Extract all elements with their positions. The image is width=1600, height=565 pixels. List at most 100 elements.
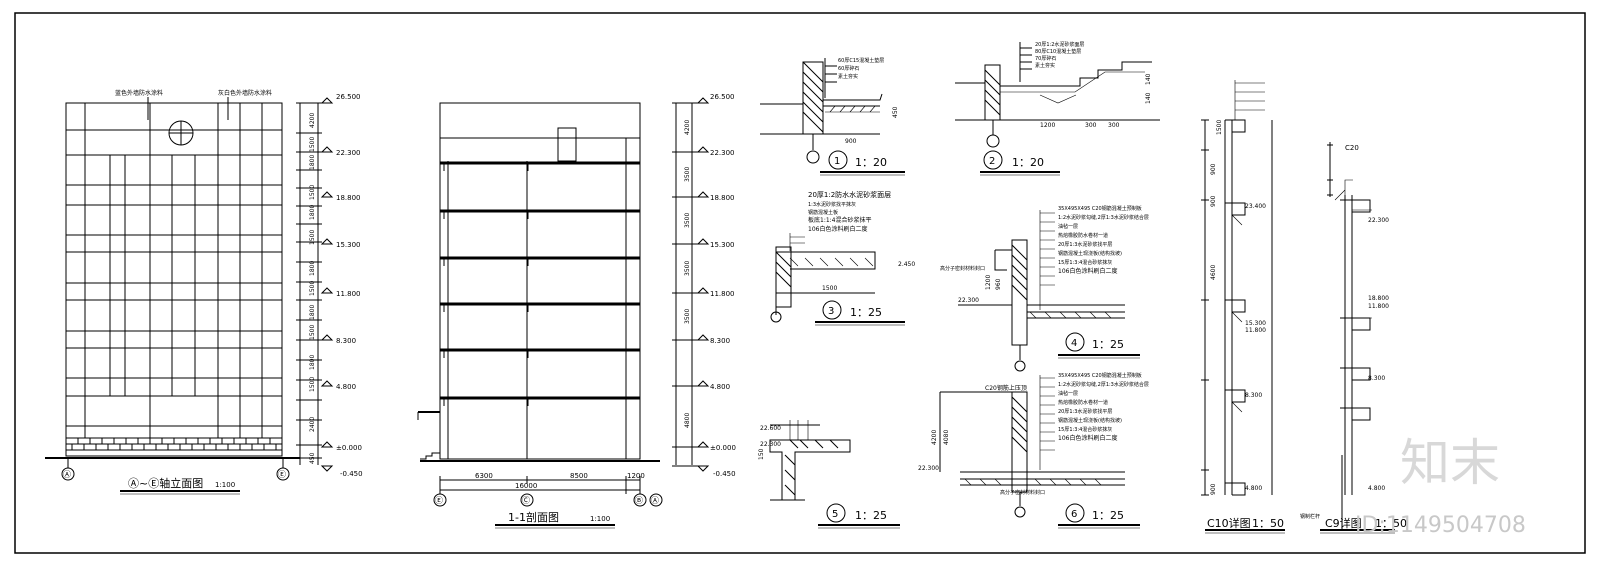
elevation-level: -0.450 xyxy=(340,470,363,478)
detail-6-note: 35X495X495 C20钢筋混凝土预制板 xyxy=(1058,372,1142,379)
detail-1-dim: 900 xyxy=(845,138,857,145)
elevation-dim: 1800 xyxy=(309,205,316,220)
detail-6-num: 6 xyxy=(1071,509,1077,520)
detail-4-note: 油毡一层 xyxy=(1058,223,1078,230)
c10-detail-drawing xyxy=(1201,80,1285,534)
detail-3-note: 1:3水泥砂浆找平抹灰 xyxy=(808,201,856,208)
c9-level: 11.800 xyxy=(1368,303,1389,310)
elevation-level: 22.300 xyxy=(336,149,361,157)
c10-dim: 900 xyxy=(1210,163,1217,175)
c9-level: 4.800 xyxy=(1368,485,1385,492)
detail-2-note: 20厚1:2水泥砂浆面层 xyxy=(1035,41,1084,48)
detail-1-scale: 1：20 xyxy=(855,156,887,169)
detail-5-num: 5 xyxy=(832,509,838,520)
detail-6-note: 1:2水泥砂浆勾缝,2厚1:3水泥砂浆结合层 xyxy=(1058,381,1149,388)
section-level: 11.800 xyxy=(710,290,735,298)
detail-2-dim: 1200 xyxy=(1040,122,1055,129)
section-dim: 3500 xyxy=(684,261,691,276)
elevation-level: 26.500 xyxy=(336,93,361,101)
c10-level: 23.400 xyxy=(1245,203,1266,210)
c10-dim: 900 xyxy=(1210,483,1217,495)
detail-6-note: 热熔橡胶防水卷材一道 xyxy=(1058,399,1108,406)
detail-4-note: 热熔橡胶防水卷材一道 xyxy=(1058,232,1108,239)
elevation-level: 8.300 xyxy=(336,337,356,345)
detail-2-num: 2 xyxy=(989,156,995,167)
detail-3-drawing xyxy=(770,233,905,326)
elevation-dim: 1500 xyxy=(309,281,316,296)
section-level: 22.300 xyxy=(710,149,735,157)
c9-title: C9详图 xyxy=(1325,516,1362,530)
section-level: 15.300 xyxy=(710,241,735,249)
section-dim-bottom: 1200 xyxy=(627,472,645,480)
detail-4-num: 4 xyxy=(1071,338,1077,349)
elevation-dim: 450 xyxy=(309,452,316,464)
section-level: 26.500 xyxy=(710,93,735,101)
section-dim-bottom: 6300 xyxy=(475,472,493,480)
detail-1-dim: 450 xyxy=(892,106,899,118)
section-level: 8.300 xyxy=(710,337,730,345)
detail-3-dim: 2.450 xyxy=(898,261,915,268)
detail-6-note: 油毡一层 xyxy=(1058,390,1078,397)
elevation-scale: 1:100 xyxy=(215,481,235,489)
c9-note: 钢制栏杆 xyxy=(1300,513,1320,520)
section-levels: 26.500 22.300 18.800 15.300 11.800 8.300… xyxy=(710,93,736,478)
elevation-dim: 1500 xyxy=(309,325,316,340)
detail-2-dim: 140 xyxy=(1145,92,1152,104)
section-dim: 3500 xyxy=(684,167,691,182)
section-axis: Ⓒ xyxy=(522,496,530,505)
c9-scale: 1：50 xyxy=(1375,517,1407,530)
elevation-axis-right: Ⓔ xyxy=(278,470,286,479)
elevation-dim: 1800 xyxy=(309,305,316,320)
c10-level: 4.800 xyxy=(1245,485,1262,492)
elevation-note-right: 灰白色外墙防水涂料 xyxy=(218,89,272,97)
c10-level: 15.300 xyxy=(1245,320,1266,327)
detail-6-dim: 4200 xyxy=(931,430,938,445)
detail-4-note: 20厚1:3水泥砂浆找平层 xyxy=(1058,241,1112,248)
watermark-id: ID:1149504708 xyxy=(1355,513,1526,538)
detail-6-note: 高分子密封材料封口 xyxy=(1000,489,1045,496)
detail-3-dim: 1500 xyxy=(822,285,837,292)
elevation-note-left: 蓝色外墙防水涂料 xyxy=(115,89,163,97)
elevation-dim: 2400 xyxy=(309,417,316,432)
elevation-title: Ⓐ~Ⓔ轴立面图 xyxy=(128,476,203,490)
detail-2-drawing xyxy=(955,42,1160,176)
c9-top-label: C20 xyxy=(1345,144,1359,152)
detail-2-note: 素土夯实 xyxy=(1035,62,1055,69)
detail-4-dim: 22.300 xyxy=(958,297,979,304)
detail-1-note: 60厚碎石 xyxy=(838,65,859,72)
detail-5-dim: 150 xyxy=(758,448,765,460)
watermark-brand: 知末 xyxy=(1400,434,1500,492)
elevation-dim: 1500 xyxy=(309,230,316,245)
elevation-axis-left: Ⓐ xyxy=(63,470,71,479)
c10-level: 11.800 xyxy=(1245,327,1266,334)
detail-2-dim: 300 xyxy=(1108,122,1120,129)
detail-5-scale: 1：25 xyxy=(855,509,887,522)
detail-1-num: 1 xyxy=(834,156,840,167)
section-level: 4.800 xyxy=(710,383,730,391)
detail-2-dim: 300 xyxy=(1085,122,1097,129)
section-dim-bottom: 8500 xyxy=(570,472,588,480)
detail-3-scale: 1：25 xyxy=(850,306,882,319)
detail-3-num: 3 xyxy=(828,306,834,317)
detail-3-note: 钢筋混凝土板 xyxy=(808,209,838,216)
detail-1-drawing xyxy=(760,58,905,176)
c9-detail-drawing xyxy=(1320,142,1395,534)
elevation-dim: 1500 xyxy=(309,377,316,392)
detail-4-note: 15厚1:3:4混合砂浆抹灰 xyxy=(1058,259,1112,266)
c10-dim: 900 xyxy=(1210,195,1217,207)
detail-2-scale: 1：20 xyxy=(1012,156,1044,169)
elevation-dim: 1800 xyxy=(309,261,316,276)
elevation-level: 11.800 xyxy=(336,290,361,298)
elevation-dim: 1800 xyxy=(309,155,316,170)
drawing-border xyxy=(14,12,1586,554)
detail-4-note: 钢筋混凝土现浇板(结构找坡) xyxy=(1058,250,1122,257)
detail-3-note: 20厚1:2防水水泥砂浆面层 xyxy=(808,190,891,199)
section-level: -0.450 xyxy=(713,470,736,478)
detail-5-dim: 22.600 xyxy=(760,425,781,432)
section-dim: 4200 xyxy=(684,120,691,135)
section-axis: Ⓑ xyxy=(635,496,643,505)
elevation-dims: 4200 1500 1800 1500 1800 1500 1800 1500 … xyxy=(309,113,316,464)
elevation-level: 15.300 xyxy=(336,241,361,249)
detail-6-dim: 22.300 xyxy=(918,465,939,472)
